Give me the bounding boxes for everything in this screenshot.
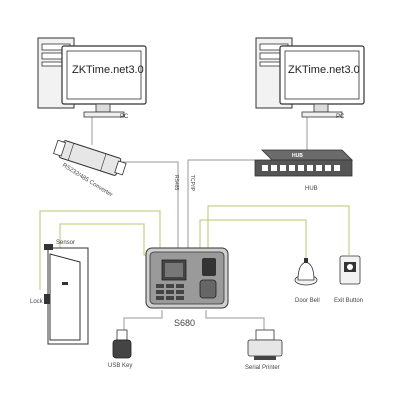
rs485-label: RS485 [173,175,179,191]
wire-sensor [39,210,161,290]
exit-button: Exit Button [334,255,363,304]
pc2-label: PC [336,114,345,120]
lock-label: Lock [30,299,44,305]
pc-left: ZKTime.net3.0 PC [37,37,147,120]
s680-device: S680 [145,247,229,328]
pc1-label: PC [120,114,129,120]
hub-label: HUB [305,186,318,192]
wire-converter-device [122,161,179,248]
converter-icon [53,139,127,176]
usb-key-icon [112,329,132,359]
tcpip-label: TCP/IP [189,175,195,192]
serial-printer: Serial Printer [245,329,283,371]
usb-key: USB Key [108,329,132,369]
monitor-icon [61,45,147,118]
wire-serial-printer [205,310,265,332]
printer-icon [247,329,283,360]
monitor-icon [279,45,365,118]
bell-icon [294,258,318,286]
wire-exit-button [207,205,350,255]
usb-key-label: USB Key [108,363,132,369]
sensor-label: Sensor [56,240,75,246]
door: Sensor Lock [30,240,89,345]
exit-button-label: Exit Button [334,298,363,304]
converter: RS232/485 Converter [53,139,127,198]
pc1-screen-text: ZKTime.net3.0 [72,64,144,76]
wire-hub-device [187,159,255,248]
hub: HUB HUB [254,149,353,192]
hub-icon [254,149,353,177]
serial-printer-label: Serial Printer [245,365,280,371]
door-icon [44,244,89,345]
door-bell-label: Door Bell [295,298,320,304]
hub-badge: HUB [292,153,303,159]
pc2-screen-text: ZKTime.net3.0 [288,64,360,76]
wire-usb-key [123,310,163,332]
exit-button-icon [339,255,361,285]
device-label: S680 [174,318,195,328]
door-bell: Door Bell [294,258,320,304]
pc-right: ZKTime.net3.0 PC [255,37,365,120]
wire-door-bell [199,219,307,262]
terminal-icon [145,247,229,309]
